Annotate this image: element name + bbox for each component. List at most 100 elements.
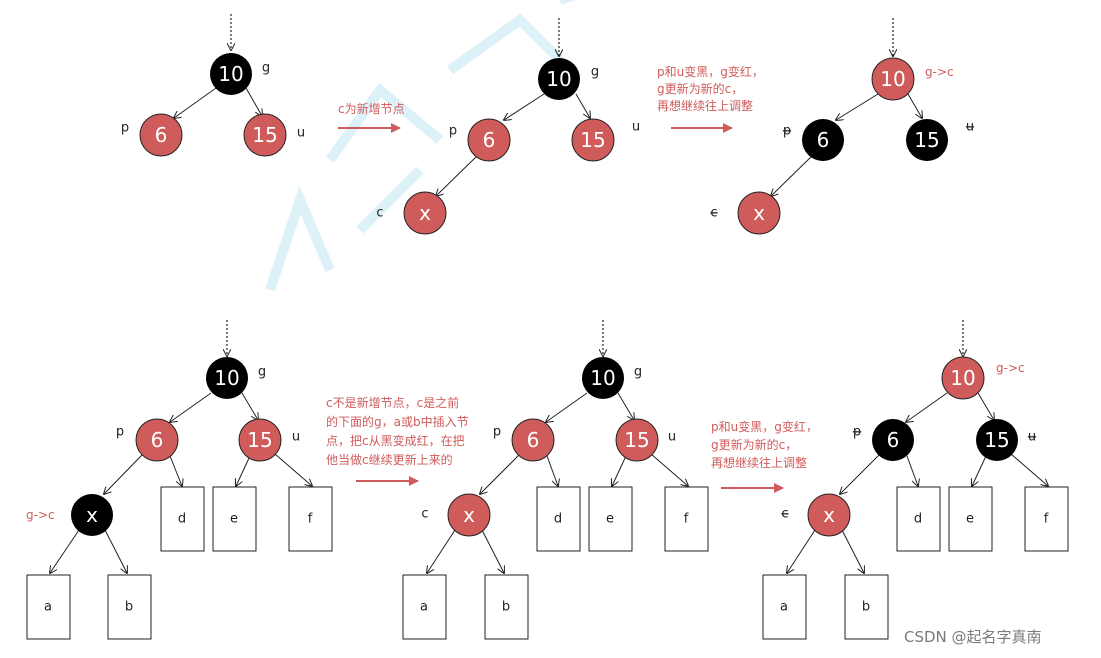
label-p-struck: p [853,425,861,440]
background-watermark [265,0,576,292]
node-15 [238,418,282,462]
subtree-b [107,574,152,640]
node-6 [139,113,183,157]
node-6-text: 6 [483,128,496,152]
subtree-b [484,574,529,640]
note-top-2-line-1: g更新为新的c， [657,81,743,96]
node-x-text: x [753,201,765,225]
subtree-d [896,486,941,552]
tree-bottom-3: 10 6 15 x d e f a b g->c p u c [762,320,1069,640]
tree-bottom-1: 10 6 15 x d e f a b g p u g->c [26,320,333,640]
node-10 [871,57,915,101]
subtree-f-label: f [1044,512,1049,527]
tree-top-2: 10 6 15 x g p u c [376,18,640,235]
subtree-d [160,486,205,552]
node-10-text: 10 [214,366,239,390]
subtree-f [664,486,709,552]
node-x-text: x [823,503,835,527]
node-6 [135,418,179,462]
label-c-struck: c [710,206,717,221]
label-u: u [297,126,305,141]
note-top-1-line-0: c为新增节点 [338,101,405,116]
subtree-e [588,486,633,552]
subtree-b-label: b [862,600,870,615]
subtree-d-label: d [178,512,186,527]
node-15-text: 15 [252,123,277,147]
node-10 [210,53,252,95]
node-6 [872,419,914,461]
label-p: p [449,124,457,139]
tree-top-1: 10 6 15 g p u [121,14,305,157]
node-x-text: x [419,201,431,225]
label-g: g [262,61,270,76]
node-15 [243,113,287,157]
node-6-text: 6 [817,128,830,152]
node-15-text: 15 [624,428,649,452]
subtree-b-label: b [502,600,510,615]
label-c-struck: c [781,507,788,522]
subtree-d-label: d [554,512,562,527]
subtree-e [212,486,257,552]
subtree-f [288,486,333,552]
subtree-f-label: f [684,512,689,527]
subtree-a [26,574,71,640]
node-x [447,493,491,537]
node-6 [802,119,844,161]
label-c: c [376,206,383,221]
note-bottom-2-line-0: p和u变黑，g变红， [711,419,818,434]
subtree-f-label: f [308,512,313,527]
node-15 [615,418,659,462]
subtree-e-label: e [606,512,614,527]
label-u: u [292,430,300,445]
node-10 [582,357,624,399]
node-x [403,191,447,235]
label-u-struck: u [966,120,974,135]
note-bottom-2-line-1: g更新为新的c， [711,437,797,452]
subtree-a [762,574,807,640]
node-15 [976,419,1018,461]
tree-top-3: 10 6 15 x g->c p u c [710,18,974,235]
note-top-2-line-2: 再想继续往上调整 [657,98,753,113]
node-10 [538,58,580,100]
node-15-text: 15 [247,428,272,452]
node-x [71,494,113,536]
subtree-e [948,486,993,552]
label-g: g [634,365,642,380]
tree-bottom-2: 10 6 15 x d e f a b g p u c [402,320,709,640]
label-c: c [421,507,428,522]
subtree-a-label: a [420,600,428,615]
node-6-text: 6 [155,123,168,147]
subtree-a [402,574,447,640]
node-6-text: 6 [151,428,164,452]
node-6-text: 6 [887,428,900,452]
label-u: u [632,120,640,135]
note-bottom-1-line-1: 的下面的g，a或b中插入节 [326,414,469,429]
subtree-f [1024,486,1069,552]
node-10-text: 10 [546,67,571,91]
label-g-to-c: g->c [26,508,55,522]
label-u-struck: u [1028,430,1036,445]
subtree-d-label: d [914,512,922,527]
subtree-d [536,486,581,552]
transition-bottom-1: c不是新增节点，c是之前 的下面的g，a或b中插入节 点，把c从黑变成红，在把 … [326,395,469,486]
label-p-struck: p [783,124,791,139]
node-10 [206,357,248,399]
node-15-text: 15 [580,128,605,152]
label-g: g [258,365,266,380]
note-bottom-1-line-0: c不是新增节点，c是之前 [326,395,459,410]
subtree-e-label: e [230,512,238,527]
node-15 [571,118,615,162]
note-bottom-2-line-2: 再想继续往上调整 [711,455,807,470]
subtree-b [844,574,889,640]
label-g-to-c: g->c [996,361,1025,375]
node-x [737,191,781,235]
label-p: p [121,121,129,136]
node-6 [511,418,555,462]
label-p: p [493,425,501,440]
note-bottom-1-line-3: 他当做c继续更新上来的 [326,452,453,467]
node-15 [906,119,948,161]
node-x [807,493,851,537]
transition-top-1: c为新增节点 [338,101,405,133]
label-p: p [116,425,124,440]
node-15-text: 15 [914,128,939,152]
